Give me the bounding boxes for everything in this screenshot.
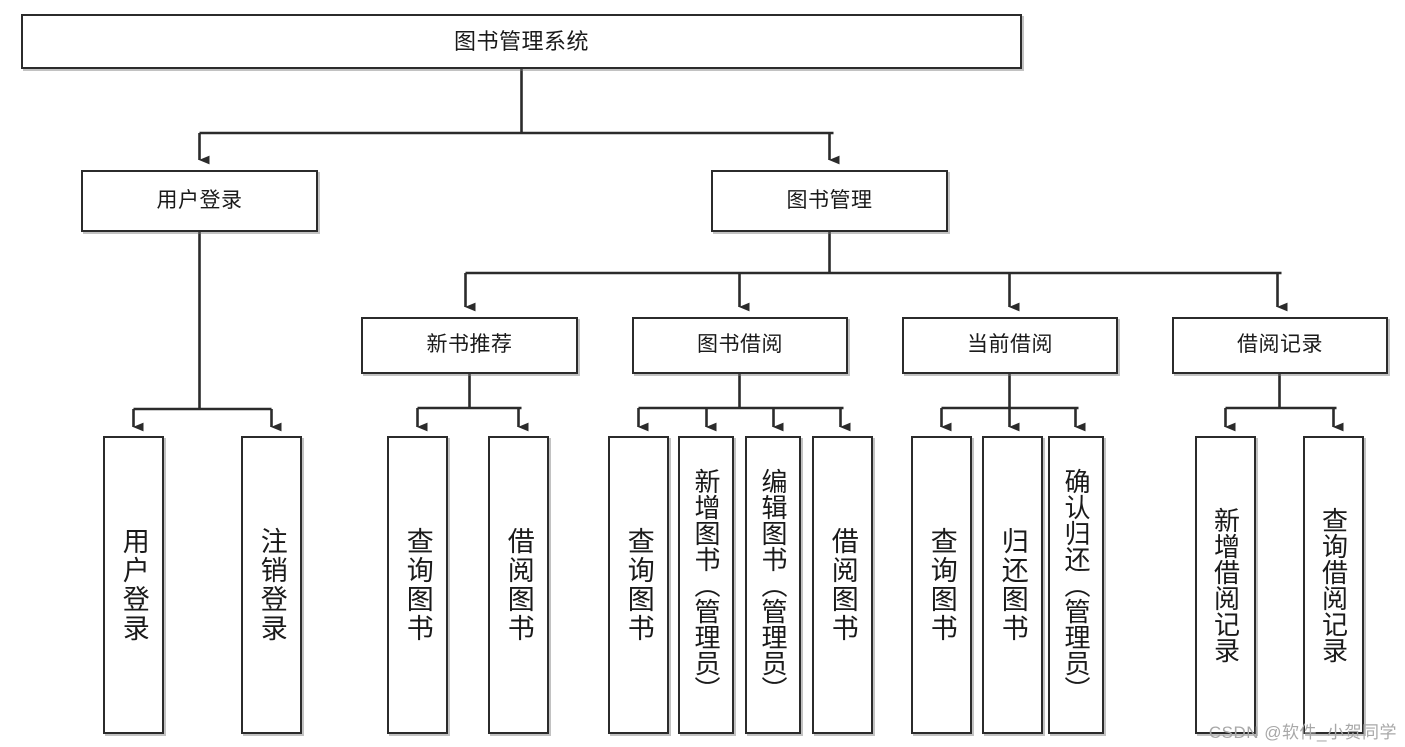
node-label: 确认归还（管理员） — [1061, 468, 1091, 702]
leaf-add-book-admin[interactable]: 新增图书（管理员） — [678, 436, 734, 734]
node-root-book-management-system[interactable]: 图书管理系统 — [21, 14, 1022, 69]
leaf-edit-book-admin[interactable]: 编辑图书（管理员） — [745, 436, 801, 734]
node-label: 查询借阅记录 — [1318, 507, 1349, 663]
node-label: 归还图书 — [997, 527, 1028, 643]
node-label: 图书借阅 — [697, 333, 783, 357]
node-label: 当前借阅 — [967, 333, 1053, 357]
node-user-login[interactable]: 用户登录 — [81, 170, 318, 232]
leaf-user-login[interactable]: 用户登录 — [103, 436, 164, 734]
node-label: 图书管理 — [786, 188, 873, 212]
csdn-watermark: CSDN @软件_小贺同学 — [1208, 723, 1397, 742]
leaf-query-book-recommend[interactable]: 查询图书 — [387, 436, 448, 734]
node-label: 用户登录 — [118, 527, 149, 643]
node-label: 借阅图书 — [503, 527, 534, 643]
node-book-management[interactable]: 图书管理 — [711, 170, 948, 232]
node-label: 新增图书（管理员） — [691, 468, 721, 702]
node-label: 查询图书 — [926, 527, 957, 643]
leaf-borrow-book-recommend[interactable]: 借阅图书 — [488, 436, 549, 734]
leaf-borrow-book[interactable]: 借阅图书 — [812, 436, 873, 734]
node-label: 查询图书 — [623, 527, 654, 643]
node-label: 注销登录 — [256, 527, 287, 643]
leaf-return-book[interactable]: 归还图书 — [982, 436, 1043, 734]
node-label: 新增借阅记录 — [1210, 507, 1241, 663]
node-label: 编辑图书（管理员） — [758, 468, 788, 702]
node-book-borrow[interactable]: 图书借阅 — [632, 317, 848, 374]
node-current-borrow[interactable]: 当前借阅 — [902, 317, 1118, 374]
node-label: 借阅图书 — [827, 527, 858, 643]
node-label: 用户登录 — [156, 188, 243, 212]
leaf-confirm-return-admin[interactable]: 确认归还（管理员） — [1048, 436, 1104, 734]
leaf-add-borrow-record[interactable]: 新增借阅记录 — [1195, 436, 1256, 734]
leaf-user-logout[interactable]: 注销登录 — [241, 436, 302, 734]
node-label: 图书管理系统 — [453, 28, 589, 54]
node-label: 借阅记录 — [1237, 333, 1323, 357]
leaf-query-borrow-record[interactable]: 查询借阅记录 — [1303, 436, 1364, 734]
node-label: 查询图书 — [402, 527, 433, 643]
leaf-query-book-current[interactable]: 查询图书 — [911, 436, 972, 734]
leaf-query-book-borrow[interactable]: 查询图书 — [608, 436, 669, 734]
node-label: 新书推荐 — [426, 333, 513, 357]
node-new-book-recommend[interactable]: 新书推荐 — [361, 317, 578, 374]
node-borrow-record[interactable]: 借阅记录 — [1172, 317, 1388, 374]
